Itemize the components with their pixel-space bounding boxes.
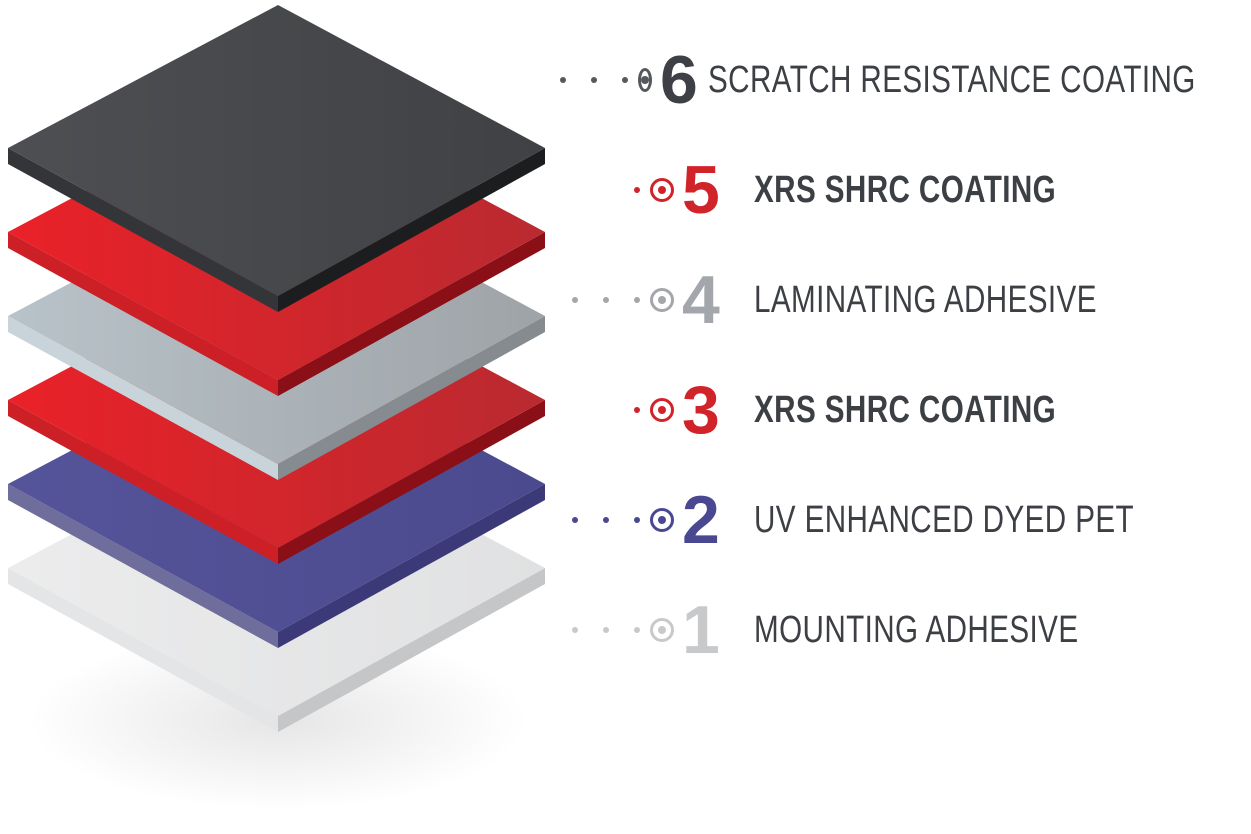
- leader-dot: [634, 517, 640, 523]
- leader-dots: [560, 517, 640, 523]
- layer-slab-right-face: [278, 232, 545, 396]
- leader-dot: [603, 297, 609, 303]
- layer-slab-left-face: [8, 484, 278, 648]
- leader-dot: [572, 297, 578, 303]
- leader-dot: [634, 187, 640, 193]
- legend-row-layer-3: 3 XRS SHRC COATING: [560, 365, 1251, 455]
- layer-slab-6: [8, 5, 545, 312]
- bullseye-icon: [638, 68, 652, 92]
- layer-slab-right-face: [278, 568, 545, 732]
- layer-number: 1: [682, 592, 720, 668]
- layer-name: LAMINATING ADHESIVE: [754, 278, 1097, 321]
- leader-dots: [560, 77, 628, 83]
- bullseye-icon: [650, 398, 674, 422]
- layer-name: SCRATCH RESISTANCE COATING: [707, 58, 1196, 101]
- legend-row-layer-1: 1 MOUNTING ADHESIVE: [560, 585, 1251, 675]
- layer-number: 6: [660, 42, 698, 118]
- leader-dot: [603, 627, 609, 633]
- layer-slab-right-face: [278, 148, 545, 312]
- bullseye-icon: [650, 178, 674, 202]
- leader-dot: [634, 297, 640, 303]
- layer-number: 2: [682, 482, 720, 558]
- leader-dot: [560, 77, 566, 83]
- layer-slab-right-face: [278, 400, 545, 564]
- layer-name: UV ENHANCED DYED PET: [754, 498, 1135, 541]
- layer-slab-left-face: [8, 568, 278, 732]
- leader-dot: [634, 627, 640, 633]
- bullseye-icon: [650, 508, 674, 532]
- layer-slab-right-face: [278, 316, 545, 480]
- layer-name: XRS SHRC COATING: [754, 388, 1057, 431]
- leader-dot: [572, 627, 578, 633]
- leader-dot: [591, 77, 597, 83]
- leader-dot: [634, 407, 640, 413]
- layer-number: 4: [682, 262, 720, 338]
- leader-dots: [560, 187, 640, 193]
- layer-slab-left-face: [8, 400, 278, 564]
- legend-row-layer-2: 2 UV ENHANCED DYED PET: [560, 475, 1251, 565]
- leader-dots: [560, 627, 640, 633]
- layer-name: MOUNTING ADHESIVE: [754, 608, 1079, 651]
- layer-slab-right-face: [278, 484, 545, 648]
- layer-stack-illustration: [8, 5, 545, 810]
- bullseye-icon: [650, 618, 674, 642]
- layer-name: XRS SHRC COATING: [754, 168, 1057, 211]
- leader-dots: [560, 407, 640, 413]
- leader-dot: [572, 517, 578, 523]
- leader-dots: [560, 297, 640, 303]
- bullseye-icon: [650, 288, 674, 312]
- leader-dot: [603, 517, 609, 523]
- layer-slab-left-face: [8, 316, 278, 480]
- legend-row-layer-4: 4 LAMINATING ADHESIVE: [560, 255, 1251, 345]
- layer-number: 5: [682, 152, 720, 228]
- legend-row-layer-5: 5 XRS SHRC COATING: [560, 145, 1251, 235]
- layer-slab-left-face: [8, 232, 278, 396]
- layer-slab-left-face: [8, 148, 278, 312]
- layer-number: 3: [682, 372, 720, 448]
- leader-dot: [622, 77, 628, 83]
- layer-slab-top-face: [8, 5, 545, 296]
